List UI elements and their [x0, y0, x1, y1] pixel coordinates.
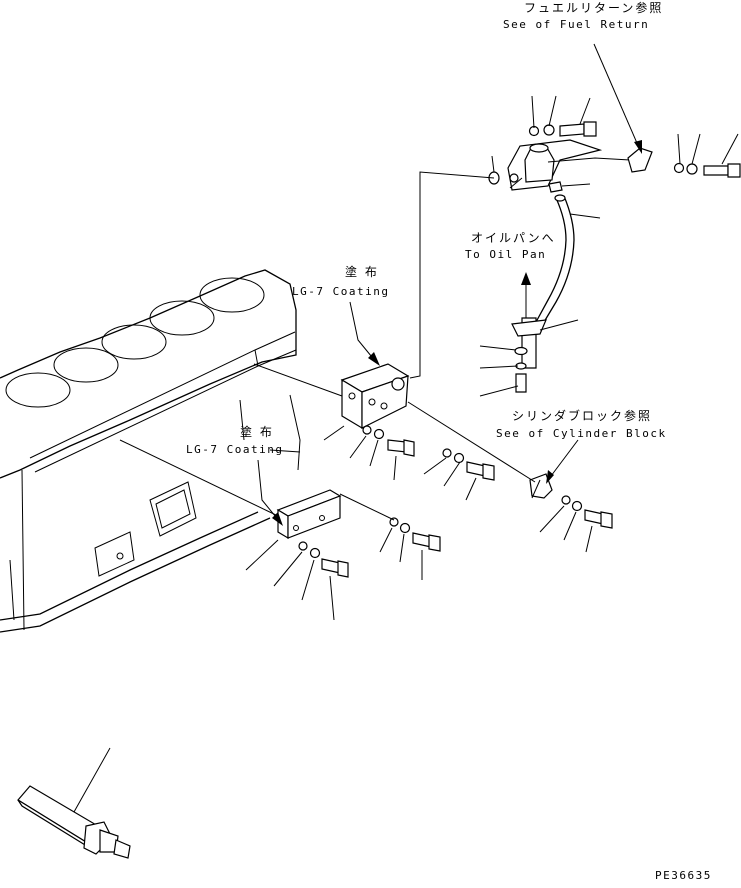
pipe-clip: [511, 317, 547, 393]
cylinder-block-label-jp: シリンダブロック参照: [512, 408, 652, 423]
leader-lines: [119, 43, 739, 621]
lower-cover-plate: [276, 489, 342, 540]
special-tool: [17, 747, 131, 859]
cylinder-block: [0, 269, 301, 633]
breather-hose: [535, 194, 575, 323]
oil-pan-label-jp: オイルパンへ: [471, 231, 556, 245]
coating-upper-label-jp: 塗 布: [345, 264, 379, 279]
oil-pan-arrow: [521, 272, 531, 318]
cylinder-block-label-en: See of Cylinder Block: [496, 427, 667, 440]
breather-assembly: [507, 139, 653, 193]
coating-lower-label-en: LG-7 Coating: [186, 443, 283, 456]
fuel-return-label-jp: フュエルリターン参照: [524, 0, 663, 15]
oil-pan-label-en: To Oil Pan: [465, 248, 546, 261]
fuel-return-label-en: See of Fuel Return: [503, 18, 649, 31]
fasteners: [298, 121, 741, 578]
coating-lower-label-jp: 塗 布: [240, 424, 274, 439]
upper-cover-plate: [340, 363, 410, 430]
drawing-number: PE36635: [655, 869, 712, 882]
coating-upper-label-en: LG-7 Coating: [292, 285, 389, 298]
